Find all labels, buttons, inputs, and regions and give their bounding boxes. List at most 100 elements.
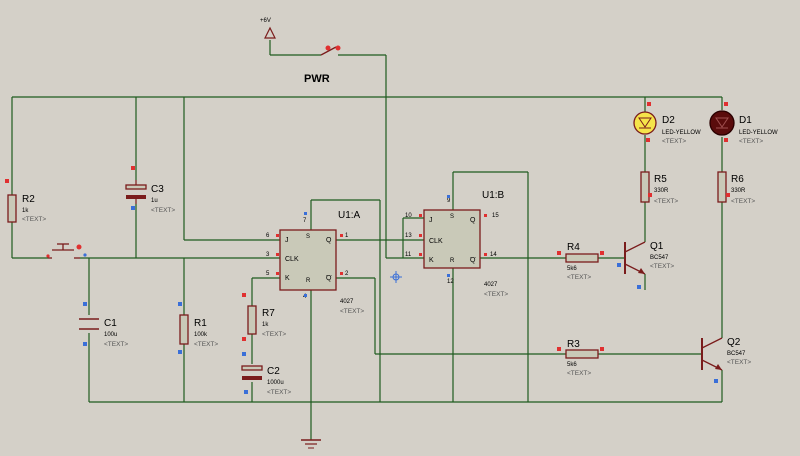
flip-flop-u1b[interactable]: U1:B 4027 <TEXT> J CLK K Q Q S R 10 13 1… — [405, 190, 508, 298]
resistor-r4[interactable]: R4 5k6 <TEXT> — [557, 242, 604, 281]
svg-text:Q: Q — [326, 237, 332, 244]
svg-text:12: 12 — [447, 279, 454, 285]
q2-text-placeholder: <TEXT> — [727, 359, 751, 366]
svg-text:Q: Q — [470, 257, 476, 264]
resistor-r5[interactable]: R5 330R <TEXT> — [640, 171, 678, 205]
svg-text:9: 9 — [447, 198, 451, 204]
svg-text:1: 1 — [345, 233, 349, 239]
svg-text:13: 13 — [405, 233, 412, 239]
resistor-r6[interactable]: R6 330R <TEXT> — [717, 171, 755, 205]
push-button-switch[interactable] — [46, 243, 87, 260]
r6-ref: R6 — [731, 174, 744, 185]
r3-text-placeholder: <TEXT> — [567, 370, 591, 377]
svg-text:J: J — [429, 217, 433, 224]
capacitor-c2[interactable]: C2 1000u <TEXT> — [241, 352, 291, 396]
u1b-text-placeholder: <TEXT> — [484, 291, 508, 298]
crosshair-cursor-icon — [390, 271, 402, 283]
transistor-q1[interactable]: Q1 BC547 <TEXT> — [617, 241, 674, 289]
svg-text:3: 3 — [266, 252, 270, 258]
d2-value: LED-YELLOW — [662, 130, 701, 136]
pwr-switch[interactable]: PWR — [304, 45, 341, 86]
d1-ref: D1 — [739, 115, 752, 126]
svg-text:Q: Q — [470, 217, 476, 224]
d1-text-placeholder: <TEXT> — [739, 138, 763, 145]
ground-symbol — [301, 439, 321, 449]
svg-text:15: 15 — [492, 213, 499, 219]
resistor-r1[interactable]: R1 100k <TEXT> — [178, 302, 218, 354]
svg-text:7: 7 — [303, 218, 307, 224]
u1b-clk-label: CLK — [429, 238, 443, 245]
r4-text-placeholder: <TEXT> — [567, 274, 591, 281]
svg-text:5: 5 — [266, 271, 270, 277]
r7-ref: R7 — [262, 308, 275, 319]
r1-text-placeholder: <TEXT> — [194, 341, 218, 348]
c3-ref: C3 — [151, 184, 164, 195]
r2-text-placeholder: <TEXT> — [22, 216, 46, 223]
svg-text:14: 14 — [490, 252, 497, 258]
r3-ref: R3 — [567, 339, 580, 350]
c1-value: 100u — [104, 332, 117, 338]
q2-value: BC547 — [727, 351, 746, 357]
r2-value: 1k — [22, 208, 29, 214]
led-d2[interactable]: D2 LED-YELLOW <TEXT> — [633, 102, 701, 145]
resistor-r7[interactable]: R7 1k <TEXT> — [242, 293, 286, 341]
capacitor-c1[interactable]: C1 100u <TEXT> — [79, 302, 128, 348]
u1b-ref: U1:B — [482, 190, 505, 201]
c2-text-placeholder: <TEXT> — [267, 389, 291, 396]
svg-text:J: J — [285, 237, 289, 244]
flip-flop-u1a[interactable]: U1:A 4027 <TEXT> J CLK K Q Q S R 6 3 5 7… — [266, 210, 364, 315]
u1b-value: 4027 — [484, 282, 498, 288]
c1-ref: C1 — [104, 318, 117, 329]
q1-text-placeholder: <TEXT> — [650, 263, 674, 270]
svg-text:K: K — [285, 275, 290, 282]
q1-ref: Q1 — [650, 241, 664, 252]
transistor-q2[interactable]: Q2 BC547 <TEXT> — [701, 337, 751, 383]
d1-value: LED-YELLOW — [739, 130, 778, 136]
svg-text:11: 11 — [405, 252, 412, 258]
r1-ref: R1 — [194, 318, 207, 329]
u1a-value: 4027 — [340, 299, 354, 305]
r1-value: 100k — [194, 332, 208, 338]
r2-ref: R2 — [22, 194, 35, 205]
svg-text:6: 6 — [266, 233, 270, 239]
c3-text-placeholder: <TEXT> — [151, 207, 175, 214]
power-rail-symbol: +6V — [260, 18, 276, 39]
r7-value: 1k — [262, 322, 269, 328]
c2-value: 1000u — [267, 380, 284, 386]
pwr-switch-label: PWR — [304, 73, 330, 85]
resistor-r2[interactable]: R2 1k <TEXT> — [5, 179, 46, 223]
r6-text-placeholder: <TEXT> — [731, 198, 755, 205]
r4-value: 5k6 — [567, 266, 577, 272]
svg-text:10: 10 — [405, 213, 412, 219]
r7-text-placeholder: <TEXT> — [262, 331, 286, 338]
r4-ref: R4 — [567, 242, 580, 253]
r5-value: 330R — [654, 188, 669, 194]
u1a-text-placeholder: <TEXT> — [340, 308, 364, 315]
r6-value: 330R — [731, 188, 746, 194]
r5-text-placeholder: <TEXT> — [654, 198, 678, 205]
r3-value: 5k6 — [567, 362, 577, 368]
power-rail-label: +6V — [260, 18, 271, 24]
svg-text:2: 2 — [345, 271, 349, 277]
c2-ref: C2 — [267, 366, 280, 377]
wires — [11, 40, 723, 440]
svg-text:R: R — [450, 258, 455, 264]
led-d1[interactable]: D1 LED-YELLOW <TEXT> — [709, 102, 778, 145]
svg-text:K: K — [429, 257, 434, 264]
svg-text:Q: Q — [326, 275, 332, 282]
d2-text-placeholder: <TEXT> — [662, 138, 686, 145]
c3-value: 1u — [151, 198, 158, 204]
u1a-clk-label: CLK — [285, 256, 299, 263]
svg-text:S: S — [306, 234, 310, 240]
q1-value: BC547 — [650, 255, 669, 261]
svg-text:R: R — [306, 278, 311, 284]
d2-ref: D2 — [662, 115, 675, 126]
resistor-r3[interactable]: R3 5k6 <TEXT> — [557, 339, 604, 377]
c1-text-placeholder: <TEXT> — [104, 341, 128, 348]
capacitor-c3[interactable]: C3 1u <TEXT> — [125, 166, 175, 214]
q2-ref: Q2 — [727, 337, 741, 348]
u1a-ref: U1:A — [338, 210, 361, 221]
svg-text:S: S — [450, 214, 454, 220]
r5-ref: R5 — [654, 174, 667, 185]
